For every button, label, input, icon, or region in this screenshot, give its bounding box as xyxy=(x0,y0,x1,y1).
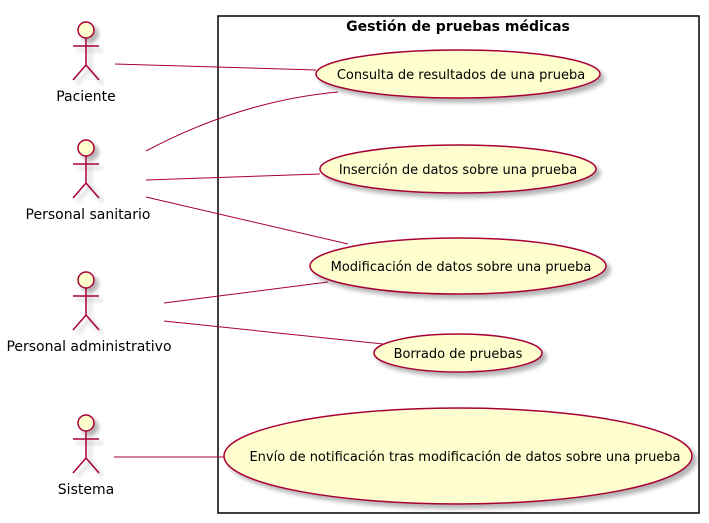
association-sanitario-modificacion xyxy=(145,196,349,245)
system-frame xyxy=(217,15,700,514)
use-case-modificacion: Modificación de datos sobre una prueba xyxy=(309,237,607,295)
stick-figure-icon xyxy=(72,21,100,81)
use-case-label: Modificación de datos sobre una prueba xyxy=(331,260,592,275)
associations xyxy=(114,63,384,458)
association-administrativo-borrado xyxy=(163,320,384,345)
use-case-ellipse xyxy=(319,144,597,194)
actor-label: Personal sanitario xyxy=(26,207,151,223)
system-title: Gestión de pruebas médicas xyxy=(346,19,570,35)
association-sanitario-insercion xyxy=(145,173,321,181)
use-case-envio: Envío de notificación tras modificación … xyxy=(223,407,693,505)
stick-figure-icon xyxy=(72,139,100,199)
use-case-consulta: Consulta de resultados de una prueba xyxy=(315,49,601,99)
use-case-ellipse xyxy=(373,333,543,373)
association-administrativo-modificacion xyxy=(163,281,329,304)
association-sanitario-consulta xyxy=(145,91,339,152)
actor-label: Sistema xyxy=(58,482,114,498)
use-case-ellipse xyxy=(315,49,601,99)
system-boundary: Gestión de pruebas médicas xyxy=(217,15,700,514)
actor-label: Personal administrativo xyxy=(6,339,171,355)
actor-administrativo: Personal administrativo xyxy=(6,271,172,355)
actor-sistema: Sistema xyxy=(58,414,114,498)
actor-label: Paciente xyxy=(56,89,116,105)
use-case-insercion: Inserción de datos sobre una prueba xyxy=(319,144,597,194)
stick-figure-icon xyxy=(72,414,100,474)
use-case-label: Envío de notificación tras modificación … xyxy=(249,450,680,465)
use-case-ellipse xyxy=(223,407,693,505)
use-case-label: Borrado de pruebas xyxy=(394,347,523,362)
use-case-borrado: Borrado de pruebas xyxy=(373,333,543,373)
association-paciente-consulta xyxy=(114,63,317,71)
use-case-label: Inserción de datos sobre una prueba xyxy=(339,163,577,178)
actor-paciente: Paciente xyxy=(56,21,116,105)
stick-figure-icon xyxy=(72,271,100,331)
actor-sanitario: Personal sanitario xyxy=(26,139,151,223)
use-case-ellipse xyxy=(309,237,607,295)
use-case-label: Consulta de resultados de una prueba xyxy=(337,68,585,83)
